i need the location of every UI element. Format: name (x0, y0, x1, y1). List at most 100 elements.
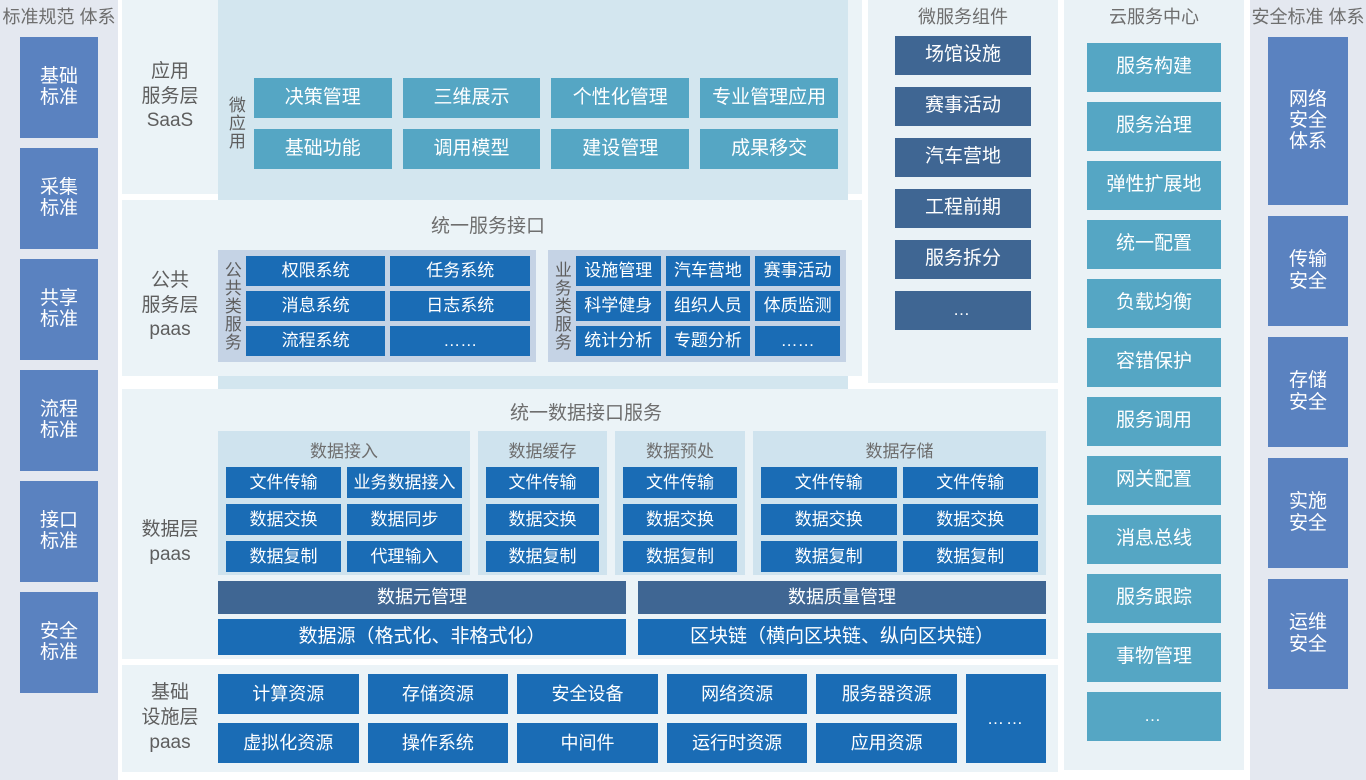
app-item-personalized-mgmt[interactable]: 个性化管理 (551, 77, 690, 118)
public-service-layer-label: 公共 服务层 paas (141, 269, 199, 341)
micro-item-service-split[interactable]: 服务拆分 (895, 239, 1031, 279)
pub-item-permission-system[interactable]: 权限系统 (245, 256, 386, 286)
micro-item-event-activity[interactable]: 赛事活动 (895, 86, 1031, 126)
infra-item-middleware[interactable]: 中间件 (517, 723, 658, 763)
preprocess-item-data-replication[interactable]: 数据复制 (623, 541, 737, 572)
app-item-construction-mgmt[interactable]: 建设管理 (551, 128, 690, 169)
storage-item-data-exchange-2[interactable]: 数据交换 (902, 504, 1038, 535)
biz-item-facility-mgmt[interactable]: 设施管理 (575, 256, 661, 286)
pub-item-log-system[interactable]: 日志系统 (390, 291, 530, 321)
data-quality-management-bar[interactable]: 数据质量管理 (638, 581, 1046, 614)
security-item-operations-security[interactable]: 运维 安全 (1268, 578, 1348, 689)
standard-item-interface[interactable]: 接口 标准 (20, 480, 98, 582)
infra-item-server-resource[interactable]: 服务器资源 (816, 674, 957, 714)
security-item-implementation-security[interactable]: 实施 安全 (1268, 457, 1348, 568)
micro-item-more[interactable]: … (895, 290, 1031, 330)
cloud-item-service-tracing[interactable]: 服务跟踪 (1087, 573, 1221, 623)
microservice-column-title: 微服务组件 (918, 7, 1008, 27)
access-item-data-replication[interactable]: 数据复制 (226, 541, 341, 572)
cloud-item-gateway-config[interactable]: 网关配置 (1087, 455, 1221, 505)
app-item-decision-mgmt[interactable]: 决策管理 (253, 77, 392, 118)
standard-item-security[interactable]: 安全 标准 (20, 591, 98, 693)
cloud-item-transaction-mgmt[interactable]: 事物管理 (1087, 632, 1221, 682)
app-item-3d-display[interactable]: 三维展示 (402, 77, 541, 118)
biz-item-event-activity[interactable]: 赛事活动 (755, 256, 840, 286)
infra-item-virtualization-resource[interactable]: 虚拟化资源 (218, 723, 359, 763)
data-layer-label: 数据层 paas (141, 519, 199, 565)
data-access-group: 数据接入 文件传输 业务数据接入 数据交换 数据同步 数据复制 代理输入 (218, 431, 470, 575)
storage-item-file-transfer-2[interactable]: 文件传输 (902, 467, 1038, 498)
standard-item-process[interactable]: 流程 标准 (20, 369, 98, 471)
biz-item-scientific-fitness[interactable]: 科学健身 (575, 291, 661, 321)
infra-item-operating-system[interactable]: 操作系统 (367, 723, 509, 763)
infra-item-more[interactable]: …… (966, 674, 1046, 763)
pub-item-message-system[interactable]: 消息系统 (245, 291, 386, 321)
storage-item-file-transfer-1[interactable]: 文件传输 (761, 467, 897, 498)
cache-item-data-replication[interactable]: 数据复制 (486, 541, 599, 572)
app-item-result-transfer[interactable]: 成果移交 (700, 128, 838, 169)
cache-item-file-transfer[interactable]: 文件传输 (486, 467, 599, 498)
infra-item-application-resource[interactable]: 应用资源 (816, 723, 957, 763)
metadata-bar-column: 数据元管理 数据源（格式化、非格式化） (218, 581, 626, 655)
biz-item-statistical-analysis[interactable]: 统计分析 (575, 326, 661, 356)
application-layer: 应用 服务层 SaaS 智慧体育工作统一平台 微应用 决策管理 三维展示 个性化… (122, 0, 862, 523)
standard-item-sharing[interactable]: 共享 标准 (20, 258, 98, 360)
micro-item-venue-facility[interactable]: 场馆设施 (895, 35, 1031, 75)
biz-item-car-camp[interactable]: 汽车营地 (665, 256, 751, 286)
access-item-data-exchange[interactable]: 数据交换 (226, 504, 341, 535)
access-item-data-sync[interactable]: 数据同步 (347, 504, 462, 535)
cloud-item-load-balancing[interactable]: 负载均衡 (1087, 278, 1221, 328)
unified-service-interface-banner: 统一服务接口 (430, 216, 545, 237)
security-column: 安全标准 体系 网络 安全 体系 传输 安全 存储 安全 实施 安全 运维 安全 (1250, 0, 1366, 780)
blockchain-bar[interactable]: 区块链（横向区块链、纵向区块链） (638, 619, 1046, 655)
cloud-item-service-invocation[interactable]: 服务调用 (1087, 396, 1221, 446)
biz-item-organization-personnel[interactable]: 组织人员 (665, 291, 751, 321)
security-item-network-security-system[interactable]: 网络 安全 体系 (1268, 36, 1348, 205)
biz-item-more[interactable]: …… (755, 326, 840, 356)
public-class-service-label: 公共类服务 (221, 261, 241, 351)
infra-item-security-device[interactable]: 安全设备 (517, 674, 658, 714)
data-storage-group: 数据存储 文件传输 文件传输 数据交换 数据交换 数据复制 数据复制 (753, 431, 1046, 575)
business-class-service-label: 业务类服务 (551, 261, 571, 351)
security-item-storage-security[interactable]: 存储 安全 (1268, 336, 1348, 447)
cloud-item-service-build[interactable]: 服务构建 (1087, 42, 1221, 92)
access-item-agent-input[interactable]: 代理输入 (347, 541, 462, 572)
biz-item-thematic-analysis[interactable]: 专题分析 (665, 326, 751, 356)
cloud-item-fault-tolerance[interactable]: 容错保护 (1087, 337, 1221, 387)
access-item-file-transfer[interactable]: 文件传输 (226, 467, 341, 498)
standard-item-collection[interactable]: 采集 标准 (20, 147, 98, 249)
cache-item-data-exchange[interactable]: 数据交换 (486, 504, 599, 535)
pub-item-task-system[interactable]: 任务系统 (390, 256, 530, 286)
security-item-transmission-security[interactable]: 传输 安全 (1268, 215, 1348, 326)
cloud-item-message-bus[interactable]: 消息总线 (1087, 514, 1221, 564)
app-item-professional-mgmt[interactable]: 专业管理应用 (700, 77, 838, 118)
infra-item-storage-resource[interactable]: 存储资源 (367, 674, 509, 714)
storage-item-data-replication-1[interactable]: 数据复制 (761, 541, 897, 572)
metadata-management-bar[interactable]: 数据元管理 (218, 581, 626, 614)
micro-app-group-label: 微应用 (225, 96, 245, 150)
cloud-item-more[interactable]: … (1087, 691, 1221, 741)
cloud-item-elastic-scaling[interactable]: 弹性扩展地 (1087, 160, 1221, 210)
infra-item-network-resource[interactable]: 网络资源 (666, 674, 808, 714)
app-item-basic-function[interactable]: 基础功能 (253, 128, 392, 169)
preprocess-item-data-exchange[interactable]: 数据交换 (623, 504, 737, 535)
cloud-item-service-governance[interactable]: 服务治理 (1087, 101, 1221, 151)
cloud-item-unified-config[interactable]: 统一配置 (1087, 219, 1221, 269)
biz-item-physique-monitoring[interactable]: 体质监测 (755, 291, 840, 321)
standard-item-basic[interactable]: 基础 标准 (20, 36, 98, 138)
preprocess-item-file-transfer[interactable]: 文件传输 (623, 467, 737, 498)
pub-item-more[interactable]: …… (390, 326, 530, 356)
data-source-bar[interactable]: 数据源（格式化、非格式化） (218, 619, 626, 655)
pub-item-process-system[interactable]: 流程系统 (245, 326, 386, 356)
access-item-business-data-access[interactable]: 业务数据接入 (347, 467, 462, 498)
public-service-layer: 统一服务接口 公共 服务层 paas 公共类服务 权限系统 任务系统 消息系统 … (122, 200, 862, 376)
infra-item-compute-resource[interactable]: 计算资源 (218, 674, 359, 714)
data-storage-grid: 文件传输 文件传输 数据交换 数据交换 数据复制 数据复制 (761, 467, 1038, 572)
storage-item-data-replication-2[interactable]: 数据复制 (902, 541, 1038, 572)
micro-item-project-preparation[interactable]: 工程前期 (895, 188, 1031, 228)
app-item-call-model[interactable]: 调用模型 (402, 128, 541, 169)
infrastructure-grid: 计算资源 存储资源 安全设备 网络资源 服务器资源 …… 虚拟化资源 操作系统 … (218, 674, 1050, 763)
storage-item-data-exchange-1[interactable]: 数据交换 (761, 504, 897, 535)
infra-item-runtime-resource[interactable]: 运行时资源 (666, 723, 808, 763)
micro-item-car-camp[interactable]: 汽车营地 (895, 137, 1031, 177)
